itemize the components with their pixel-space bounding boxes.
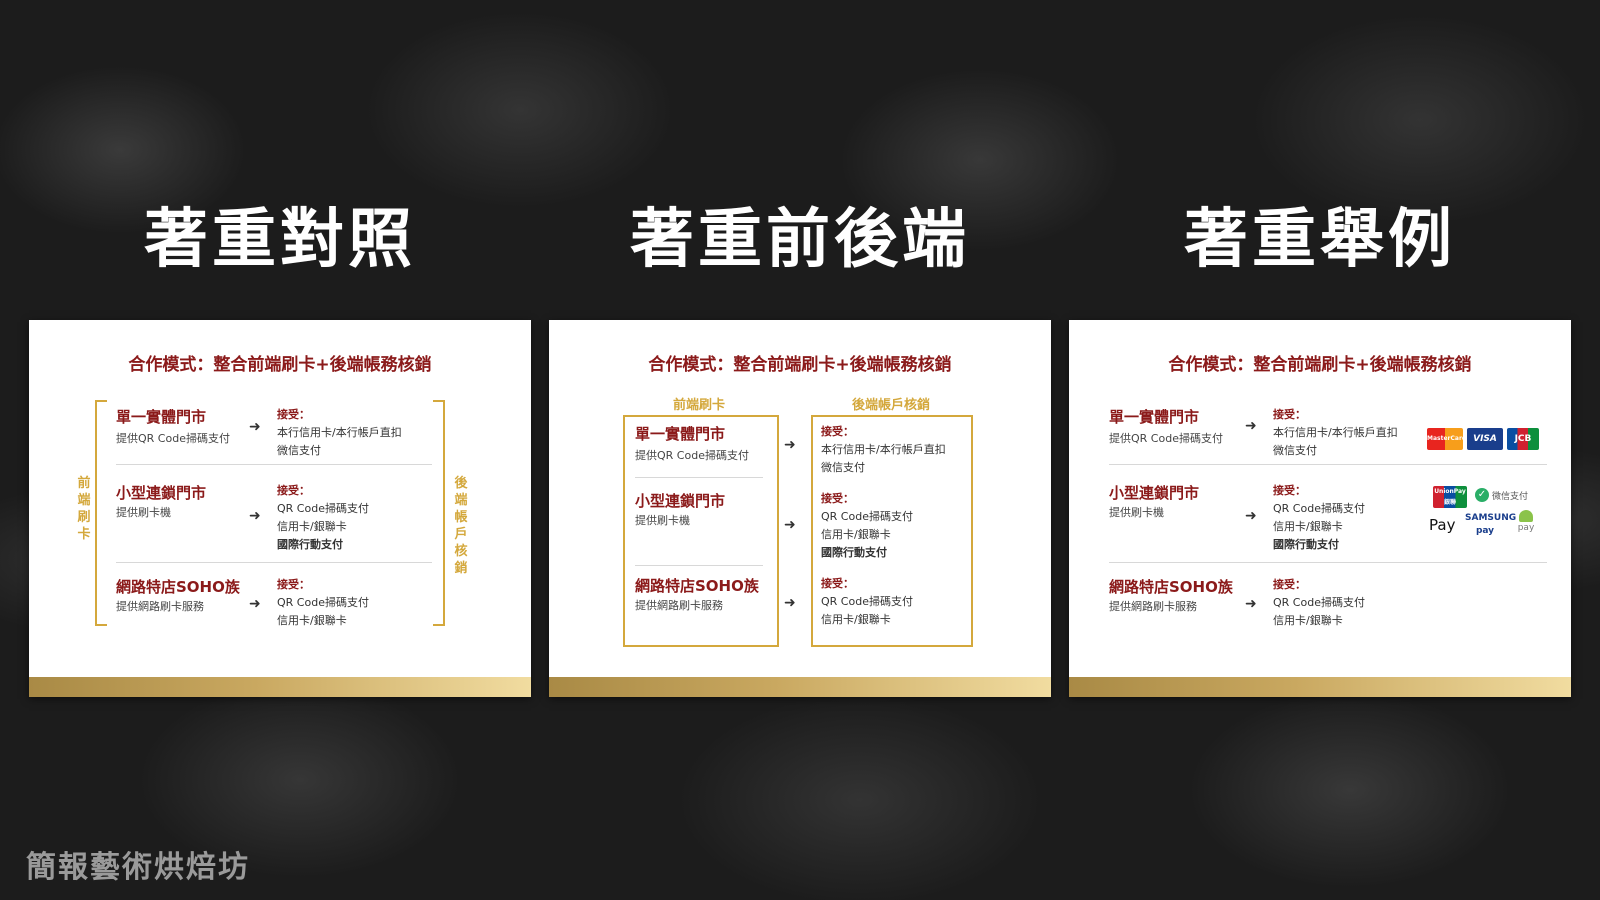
accept-item: 信用卡/銀聯卡 [821,528,891,541]
back-end-label: 後端帳戶核銷 [454,476,468,576]
unionpay-logo: UnionPay 銀聯 [1433,486,1467,508]
arrow-right-icon: ➜ [784,595,796,611]
arrow-right-icon: ➜ [1245,508,1257,524]
slide-comparison: 合作模式：整合前端刷卡+後端帳務核銷 前端刷卡 後端帳戶核銷 單一實體門市 提供… [29,320,531,697]
arrow-right-icon: ➜ [249,508,261,524]
gold-footer-bar [549,677,1051,697]
wechat-pay-label: 微信支付 [1492,492,1529,502]
jcb-logo: JCB [1507,428,1539,450]
wechat-pay-icon: ✓ [1475,488,1489,502]
slide-examples: 合作模式：整合前端刷卡+後端帳務核銷 單一實體門市 提供QR Code掃碼支付 … [1069,320,1571,697]
mastercard-logo: MasterCard [1427,428,1466,450]
arrow-right-icon: ➜ [1245,418,1257,434]
accept-item: 信用卡/銀聯卡 [277,520,347,533]
accept-item: 信用卡/銀聯卡 [1273,614,1343,627]
store-name: 網路特店SOHO族 [635,577,759,595]
store-name: 小型連鎖門市 [116,484,207,502]
heading-front-back: 著重前後端 [630,203,970,277]
slide-title: 合作模式：整合前端刷卡+後端帳務核銷 [1168,355,1472,375]
right-bracket [433,400,445,626]
accept-item: 信用卡/銀聯卡 [1273,520,1343,533]
accept-item: QR Code掃碼支付 [1273,596,1365,609]
accept-item: 本行信用卡/本行帳戶直扣 [1273,426,1398,439]
store-name: 單一實體門市 [635,425,726,443]
front-end-label: 前端刷卡 [673,398,726,413]
slide-title: 合作模式：整合前端刷卡+後端帳務核銷 [128,355,432,375]
arrow-right-icon: ➜ [1245,596,1257,612]
accept-item: 信用卡/銀聯卡 [821,613,891,626]
divider [635,477,763,478]
accept-item: 國際行動支付 [821,546,887,559]
store-desc: 提供網路刷卡服務 [635,599,723,612]
divider [116,562,432,563]
divider [635,565,763,566]
store-name: 單一實體門市 [116,408,207,426]
divider [116,464,432,465]
apple-pay-logo: Pay [1429,516,1456,534]
store-desc: 提供QR Code掃碼支付 [635,449,749,462]
store-name: 小型連鎖門市 [635,492,726,510]
store-desc: 提供刷卡機 [635,514,690,527]
heading-comparison: 著重對照 [144,203,416,277]
accept-item: 國際行動支付 [1273,538,1339,551]
store-desc: 提供QR Code掃碼支付 [1109,432,1223,445]
accept-item: QR Code掃碼支付 [277,596,369,609]
slide-front-back: 合作模式：整合前端刷卡+後端帳務核銷 前端刷卡 後端帳戶核銷 單一實體門市 提供… [549,320,1051,697]
accept-label: 接受： [277,578,310,591]
accept-label: 接受： [277,484,310,497]
accept-item: 信用卡/銀聯卡 [277,614,347,627]
accept-label: 接受： [821,425,854,438]
accept-item: 本行信用卡/本行帳戶直扣 [277,426,402,439]
accept-label: 接受： [821,492,854,505]
store-desc: 提供網路刷卡服務 [116,600,204,613]
left-bracket [95,400,107,626]
accept-item: QR Code掃碼支付 [821,510,913,523]
accept-label: 接受： [277,408,310,421]
watermark: 簡報藝術烘焙坊 [26,850,250,885]
store-name: 單一實體門市 [1109,408,1200,426]
arrow-right-icon: ➜ [249,419,261,435]
gold-footer-bar [29,677,531,697]
accept-item: QR Code掃碼支付 [277,502,369,515]
store-desc: 提供網路刷卡服務 [1109,600,1197,613]
store-desc: 提供QR Code掃碼支付 [116,432,230,445]
android-pay-logo: pay [1515,510,1537,538]
accept-item: 微信支付 [1273,444,1317,457]
accept-item: 國際行動支付 [277,538,343,551]
accept-item: QR Code掃碼支付 [1273,502,1365,515]
store-desc: 提供刷卡機 [116,506,171,519]
back-end-label: 後端帳戶核銷 [852,398,931,413]
arrow-right-icon: ➜ [784,437,796,453]
accept-item: QR Code掃碼支付 [821,595,913,608]
accept-item: 本行信用卡/本行帳戶直扣 [821,443,946,456]
samsung-pay-logo: SAMSUNG pay [1465,513,1517,536]
arrow-right-icon: ➜ [784,517,796,533]
accept-label: 接受： [1273,484,1306,497]
accept-label: 接受： [1273,408,1306,421]
android-pay-label: pay [1517,523,1535,533]
slide-title: 合作模式：整合前端刷卡+後端帳務核銷 [648,355,952,375]
store-name: 網路特店SOHO族 [1109,578,1233,596]
gold-footer-bar [1069,677,1571,697]
front-end-box [623,415,779,647]
accept-label: 接受： [821,577,854,590]
back-end-box [811,415,973,647]
android-icon [1519,510,1533,522]
heading-examples: 著重舉例 [1184,203,1456,277]
divider [1109,562,1547,563]
divider [1109,464,1547,465]
visa-logo: VISA [1467,428,1503,450]
accept-item: 微信支付 [821,461,865,474]
store-name: 小型連鎖門市 [1109,484,1200,502]
store-desc: 提供刷卡機 [1109,506,1164,519]
accept-item: 微信支付 [277,444,321,457]
front-end-label: 前端刷卡 [77,476,91,542]
store-name: 網路特店SOHO族 [116,578,240,596]
arrow-right-icon: ➜ [249,596,261,612]
accept-label: 接受： [1273,578,1306,591]
